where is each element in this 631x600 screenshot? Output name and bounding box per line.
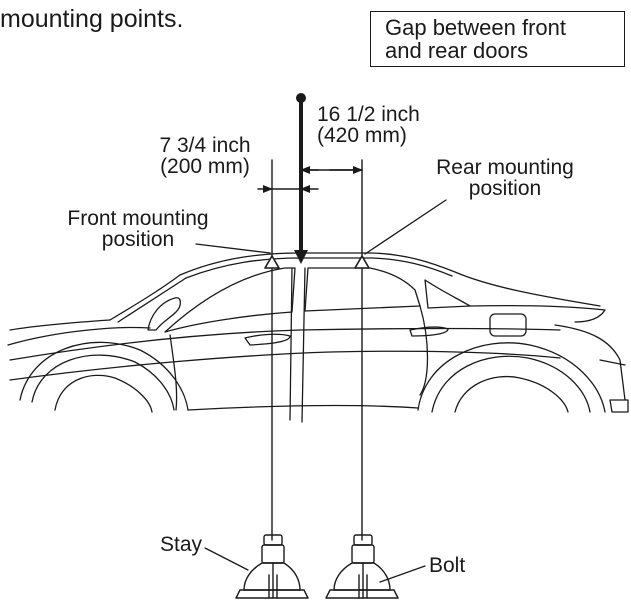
rear-dimension-mm: (420 mm): [317, 124, 407, 147]
rear-mounting-label: Rear mounting position: [410, 157, 600, 199]
rear-mounting-line-2: position: [468, 177, 542, 200]
door-gap-callout-box: Gap between front and rear doors: [370, 11, 625, 67]
front-mounting-label: Front mounting position: [38, 208, 238, 250]
rear-dimension-label: 16 1/2 inch (420 mm): [317, 104, 420, 146]
rear-stay-part: [325, 534, 399, 599]
front-dimension-mm: (200 mm): [160, 155, 250, 178]
front-stay-part: [235, 534, 309, 599]
alignment-lines: [271, 159, 363, 541]
page-heading: mounting points.: [0, 5, 184, 33]
door-gap-pointer: [294, 93, 308, 264]
callout-line-2: and rear doors: [385, 38, 529, 63]
callout-line-1: Gap between front: [385, 15, 567, 40]
rear-mount-marker: [354, 255, 370, 269]
bolt-label: Bolt: [429, 554, 466, 577]
rear-mounting-line-1: Rear mounting: [436, 156, 574, 179]
front-mount-marker: [264, 255, 280, 269]
stay-label: Stay: [160, 533, 203, 556]
front-mounting-line-1: Front mounting: [67, 207, 209, 230]
car-outline: [7, 252, 629, 423]
front-dimension-label: 7 3/4 inch (200 mm): [140, 135, 270, 177]
front-dimension-inch: 7 3/4 inch: [159, 134, 251, 157]
rear-dimension-inch: 16 1/2 inch: [317, 103, 420, 126]
front-mounting-line-2: position: [101, 228, 175, 251]
